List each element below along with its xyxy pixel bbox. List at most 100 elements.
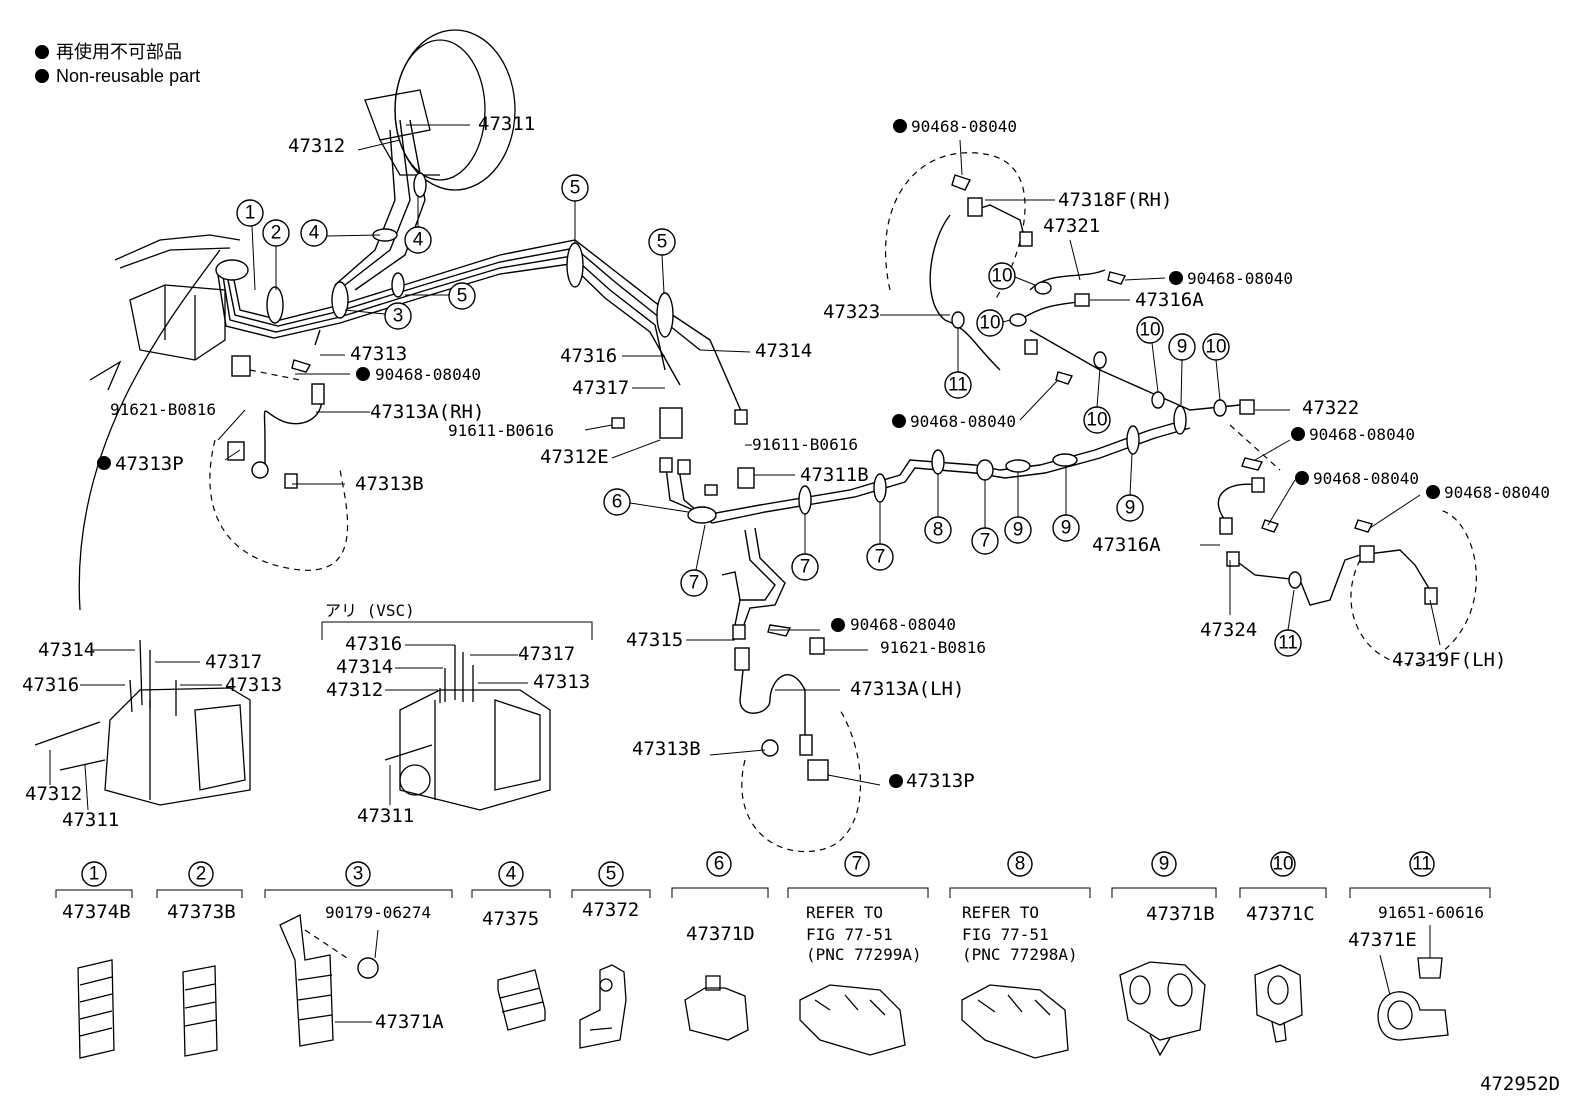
inset2-label-47311: 47311 xyxy=(357,805,414,827)
upper-clamps xyxy=(215,172,674,338)
callout-4a: 4 xyxy=(300,219,328,247)
label-90468-c: 90468-08040 xyxy=(911,117,1017,136)
label-47318F-rh: 47318F(RH) xyxy=(1058,189,1172,211)
label-47313B-b: 47313B xyxy=(632,738,701,760)
legend-en: Non-reusable part xyxy=(56,66,200,86)
clamp-1: 1 47374B xyxy=(55,861,133,1059)
svg-text:5: 5 xyxy=(606,864,617,885)
clamp-1-part: 47374B xyxy=(62,901,131,923)
inset1-label-47312: 47312 xyxy=(25,783,82,805)
inset2-title: アリ (VSC) xyxy=(325,601,415,620)
part-labels: 47311 47312 47313 47313A(RH) 90468-08040… xyxy=(97,113,1550,792)
svg-text:4: 4 xyxy=(506,864,517,885)
callout-7b: 7 xyxy=(791,553,819,581)
label-47322: 47322 xyxy=(1302,397,1359,419)
svg-text:9: 9 xyxy=(1061,518,1072,539)
callout-1: 1 xyxy=(236,199,264,227)
callout-2: 2 xyxy=(262,219,290,247)
callout-7a: 7 xyxy=(680,569,708,597)
label-47314: 47314 xyxy=(755,340,812,362)
callout-5b: 5 xyxy=(561,174,589,202)
callout-9a: 9 xyxy=(1004,516,1032,544)
clamp-11-bolt: 91651-60616 xyxy=(1378,903,1484,922)
inset1-label-47317: 47317 xyxy=(205,651,262,673)
svg-text:7: 7 xyxy=(852,854,863,875)
label-47315: 47315 xyxy=(626,629,683,651)
label-47316A-b: 47316A xyxy=(1092,534,1161,556)
svg-text:3: 3 xyxy=(353,864,364,885)
label-90468-f: 90468-08040 xyxy=(1309,425,1415,444)
svg-text:11: 11 xyxy=(948,375,968,396)
callouts-main: 1 2 4 4 3 5 5 5 6 7 7 7 8 7 9 9 9 9 10 xyxy=(236,174,1302,657)
svg-text:10: 10 xyxy=(1086,410,1107,431)
inset2-label-47316: 47316 xyxy=(345,633,402,655)
callout-9c: 9 xyxy=(1116,494,1144,522)
label-90468-g: 90468-08040 xyxy=(1313,469,1419,488)
clamp-3: 3 90179-06274 47371A xyxy=(264,861,453,1047)
rear-lh-area xyxy=(1217,424,1477,665)
label-47313A-lh: 47313A(LH) xyxy=(850,678,964,700)
inset2-label-47317: 47317 xyxy=(518,643,575,665)
svg-text:1: 1 xyxy=(89,864,100,885)
clamp-7: 7 REFER TO FIG 77-51 (PNC 77299A) xyxy=(787,851,929,1056)
svg-text:10: 10 xyxy=(979,313,1000,334)
clamp-9-part: 47371B xyxy=(1146,903,1215,925)
callout-10d: 10 xyxy=(1202,333,1230,361)
svg-text:11: 11 xyxy=(1278,633,1298,654)
svg-text:5: 5 xyxy=(457,286,468,307)
label-47316A-a: 47316A xyxy=(1135,289,1204,311)
label-47313P-a: 47313P xyxy=(115,453,184,475)
clamp-6-part: 47371D xyxy=(686,923,755,945)
inset1-label-47311: 47311 xyxy=(62,809,119,831)
svg-text:9: 9 xyxy=(1159,854,1170,875)
clamp-7-ref2: FIG 77-51 xyxy=(806,925,893,944)
callout-10b: 10 xyxy=(976,309,1004,337)
svg-text:7: 7 xyxy=(689,573,700,594)
tube-center-rear xyxy=(611,407,1191,640)
callout-5a: 5 xyxy=(448,282,476,310)
front-rh-hose-area xyxy=(78,249,349,611)
label-47316: 47316 xyxy=(560,345,617,367)
svg-text:3: 3 xyxy=(393,306,404,327)
callout-7c: 7 xyxy=(866,543,894,571)
label-47317: 47317 xyxy=(572,377,629,399)
clamp-8-ref3: (PNC 77298A) xyxy=(962,945,1078,964)
drawing-number: 472952D xyxy=(1480,1073,1560,1095)
label-47311B: 47311B xyxy=(800,464,869,486)
label-47313B-a: 47313B xyxy=(355,473,424,495)
svg-text:9: 9 xyxy=(1013,520,1024,541)
label-47312: 47312 xyxy=(288,135,345,157)
front-lh-hose-area xyxy=(734,624,862,852)
label-47321: 47321 xyxy=(1043,215,1100,237)
svg-text:4: 4 xyxy=(309,223,320,244)
svg-text:10: 10 xyxy=(1139,320,1160,341)
label-90468-d: 90468-08040 xyxy=(1187,269,1293,288)
clamp-7-ref3: (PNC 77299A) xyxy=(806,945,922,964)
callout-11b: 11 xyxy=(1274,629,1302,657)
callout-10c: 10 xyxy=(1136,316,1164,344)
clamp-5-part: 47372 xyxy=(582,899,639,921)
svg-text:7: 7 xyxy=(980,531,991,552)
svg-text:2: 2 xyxy=(271,223,282,244)
svg-text:4: 4 xyxy=(413,230,424,251)
callout-7d: 7 xyxy=(971,527,999,555)
callout-8: 8 xyxy=(924,516,952,544)
callout-11a: 11 xyxy=(944,371,972,399)
svg-text:7: 7 xyxy=(875,547,886,568)
svg-text:6: 6 xyxy=(714,854,725,875)
label-47311: 47311 xyxy=(478,113,535,135)
inset2-label-47312: 47312 xyxy=(326,679,383,701)
label-90468-b: 90468-08040 xyxy=(850,615,956,634)
rear-rh-area xyxy=(885,152,1255,417)
label-47323: 47323 xyxy=(823,301,880,323)
label-47313: 47313 xyxy=(350,343,407,365)
svg-text:10: 10 xyxy=(991,266,1012,287)
inset-actuator-standard: 47314 47317 47316 47313 47312 47311 xyxy=(22,639,282,831)
label-91621-a: 91621-B0816 xyxy=(110,400,216,419)
label-47312E: 47312E xyxy=(540,446,609,468)
svg-text:11: 11 xyxy=(1412,854,1432,875)
label-91611-b: 91611-B0616 xyxy=(752,435,858,454)
callout-3: 3 xyxy=(384,302,412,330)
inset-actuator-vsc: アリ (VSC) 47316 47317 47314 47313 47312 4… xyxy=(321,601,593,827)
